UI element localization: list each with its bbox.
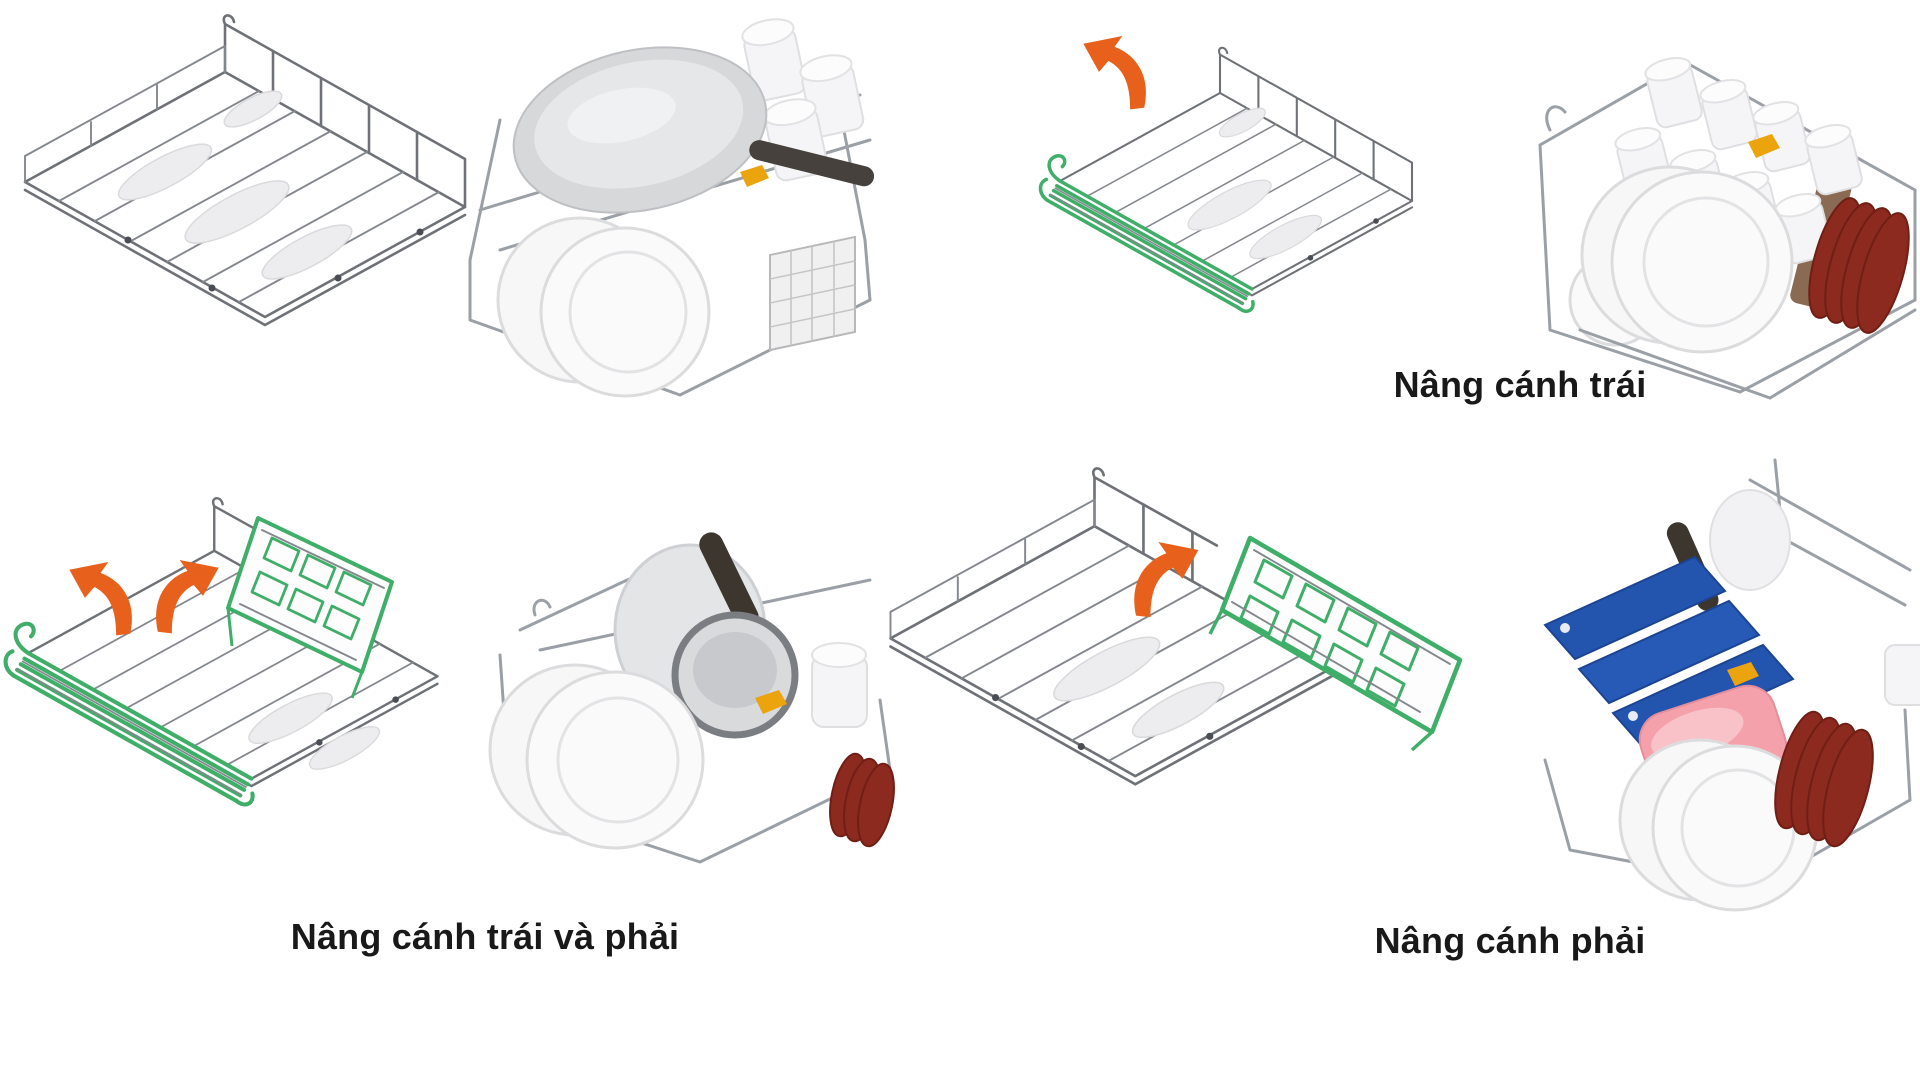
red-plates — [1808, 197, 1910, 334]
rack-diagram-right-wing — [889, 467, 1463, 786]
caption-lift-right-wing: Nâng cánh phải — [1374, 920, 1646, 961]
right-wing-raised-highlight — [226, 516, 394, 699]
red-bowls — [829, 752, 895, 848]
plates-stack — [496, 216, 711, 398]
pan-handle — [699, 532, 759, 630]
rack-diagram-flat — [23, 14, 467, 327]
clip-yellow — [755, 690, 787, 714]
rack-photo-right-wing-loaded — [1543, 458, 1920, 912]
cutlery-basket — [769, 235, 856, 352]
cups — [811, 642, 868, 728]
step-rack-flat — [0, 0, 880, 400]
rack-photo-left-wing-loaded — [1538, 53, 1917, 400]
arrow-up-right-icon — [1134, 542, 1199, 618]
caption-lift-left-wing: Nâng cánh trái — [1393, 364, 1647, 405]
caption-lift-both-wings: Nâng cánh trái và phải — [290, 916, 680, 957]
spray-arm-plastic — [1053, 636, 1225, 739]
frying-pan — [512, 46, 875, 214]
cup-behind — [1709, 489, 1791, 591]
arrow-up-right-icon — [156, 560, 219, 634]
left-wing-folded-highlight — [3, 621, 255, 807]
spray-arm-plastic — [248, 692, 381, 770]
left-wing-folded-highlight — [1038, 154, 1255, 313]
rack-photo-loaded-flat — [468, 14, 875, 398]
rack-wheels — [991, 693, 1214, 751]
spray-arm-plastic — [1187, 107, 1322, 260]
rack-wheels — [1307, 218, 1379, 261]
step-lift-left-wing: Nâng cánh trái — [1030, 0, 1920, 415]
arrow-up-left-icon — [69, 562, 132, 636]
rack-diagram-both-wings — [3, 497, 439, 807]
rack-diagram-left-wing — [1038, 36, 1414, 313]
step-lift-right-wing: Nâng cánh phải — [860, 415, 1920, 980]
arrow-up-left-icon — [1083, 36, 1146, 110]
clip-yellow — [740, 165, 769, 187]
right-wing-raised-highlight — [1208, 535, 1463, 752]
clip-yellow — [1748, 134, 1780, 158]
step-lift-both-wings: Nâng cánh trái và phải — [0, 400, 910, 980]
plates-stack — [1618, 738, 1819, 912]
rack-wheels — [316, 696, 399, 746]
red-plates — [1774, 710, 1874, 848]
plates-stack — [488, 663, 705, 850]
cup-right — [1884, 644, 1920, 706]
spray-arm-plastic — [117, 90, 353, 280]
rack-wheels — [124, 228, 424, 292]
rack-photo-both-wings-loaded — [488, 532, 895, 864]
clip-yellow — [1727, 662, 1759, 686]
pan-handle — [749, 140, 875, 187]
plates-stack — [1568, 165, 1794, 354]
